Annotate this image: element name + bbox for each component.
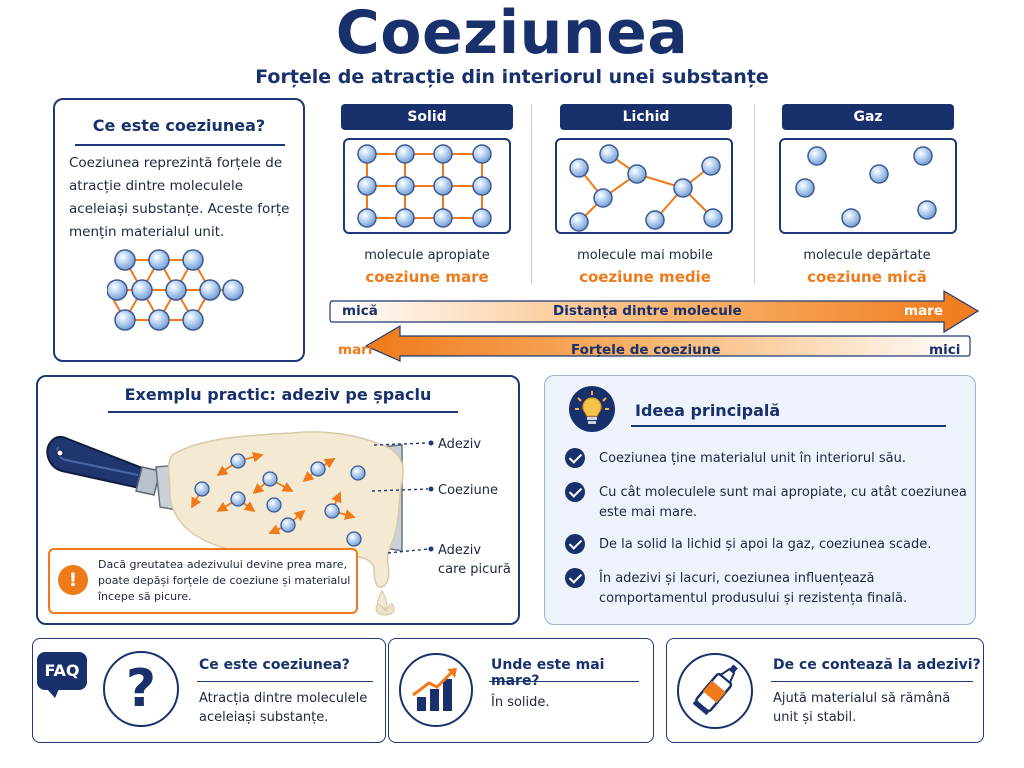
distance-start-label: mică — [342, 303, 378, 319]
faq-card-what: ? Ce este coeziunea? Atracția dintre mol… — [32, 638, 386, 743]
gas-description: molecule depărtate — [803, 248, 931, 263]
solid-molecules-illustration — [357, 144, 492, 228]
glue-tube-icon — [677, 653, 753, 729]
faq-card-why: De ce contează la adezivi? Ajută materia… — [666, 638, 984, 743]
dripping-adhesive-label-line1: Adeziv — [438, 543, 482, 558]
state-header-liquid: Lichid — [560, 104, 732, 130]
distance-arrow — [329, 289, 980, 334]
state-header-gas: Gaz — [782, 104, 954, 130]
definition-divider — [75, 144, 285, 146]
faq-divider — [771, 681, 973, 682]
main-idea-heading: Ideea principală — [635, 401, 781, 420]
main-idea-point-text: Cu cât moleculele sunt mai apropiate, cu… — [599, 485, 967, 520]
lightbulb-icon — [569, 386, 615, 432]
faq-answer: În solide. — [491, 695, 550, 710]
faq-divider — [489, 681, 639, 682]
gas-cohesion-level: coeziune mică — [807, 268, 927, 286]
faq-divider — [197, 681, 373, 682]
check-icon — [565, 534, 585, 554]
solid-molecules-box — [343, 138, 511, 234]
forces-arrow-label: Forțele de coeziune — [571, 342, 721, 358]
example-heading: Exemplu practic: adeziv pe șpaclu — [124, 385, 432, 404]
forces-arrow — [364, 324, 971, 362]
definition-card: Ce este coeziunea? Coeziunea reprezintă … — [53, 98, 305, 362]
exclamation-icon: ! — [58, 565, 88, 595]
check-icon — [565, 568, 585, 588]
example-card: Exemplu practic: adeziv pe șpaclu — [36, 375, 520, 625]
page-subtitle: Forțele de atracție din interiorul unei … — [255, 66, 769, 88]
page-title: Coeziunea — [335, 0, 689, 68]
state-divider — [531, 104, 532, 284]
gas-molecules-illustration — [795, 146, 937, 228]
distance-end-label: mare — [904, 303, 943, 319]
faq-answer: Atracția dintre moleculele aceleiași sub… — [199, 691, 368, 725]
faq-question: De ce contează la adezivi? — [773, 657, 981, 673]
distance-arrow-label: Distanța dintre molecule — [553, 303, 742, 319]
definition-heading: Ce este coeziunea? — [92, 116, 266, 135]
main-idea-card: Ideea principală Coeziunea ține material… — [544, 375, 976, 625]
comparison-arrows — [329, 289, 980, 362]
warning-text: Dacă greutatea adezivului devine prea ma… — [98, 558, 351, 603]
forces-start-label: mari — [338, 342, 373, 358]
check-icon — [565, 448, 585, 468]
cohesion-label: Coeziune — [438, 483, 498, 498]
faq-question: Unde este mai mare? — [491, 657, 605, 689]
faq-badge: FAQ — [37, 652, 87, 698]
main-idea-divider — [631, 425, 946, 427]
liquid-molecules-illustration — [569, 144, 723, 232]
definition-text: Coeziunea reprezintă forțele de atracție… — [69, 155, 290, 240]
dripping-adhesive-label-line2: care picură — [438, 562, 511, 577]
state-header-solid: Solid — [341, 104, 513, 130]
forces-end-label: mici — [929, 342, 961, 358]
main-idea-point-text: În adezivi și lacuri, coeziunea influenț… — [599, 571, 908, 606]
solid-description: molecule apropiate — [364, 248, 490, 263]
liquid-description: molecule mai mobile — [577, 248, 713, 263]
liquid-molecules-box — [555, 138, 733, 234]
main-idea-point-text: Coeziunea ține materialul unit în interi… — [599, 451, 906, 466]
state-divider — [754, 104, 755, 284]
adhesive-label: Adeziv — [438, 437, 482, 452]
gas-molecules-box — [779, 138, 957, 234]
liquid-cohesion-level: coeziune medie — [579, 268, 711, 286]
check-icon — [565, 482, 585, 502]
solid-cohesion-level: coeziune mare — [365, 268, 489, 286]
example-divider — [108, 411, 458, 413]
bar-chart-icon — [399, 653, 473, 727]
faq-question: Ce este coeziunea? — [199, 657, 350, 673]
question-mark-icon: ? — [103, 651, 179, 727]
adhesive-drop — [375, 603, 395, 616]
warning-note: ! Dacă greutatea adezivului devine prea … — [48, 548, 358, 614]
faq-answer: Ajută materialul să rămână unit și stabi… — [773, 691, 951, 725]
faq-card-where: Unde este mai mare? În solide. — [388, 638, 654, 743]
molecular-lattice-illustration — [107, 249, 244, 331]
main-idea-point-text: De la solid la lichid și apoi la gaz, co… — [599, 537, 932, 552]
spatula-handle — [46, 435, 152, 491]
